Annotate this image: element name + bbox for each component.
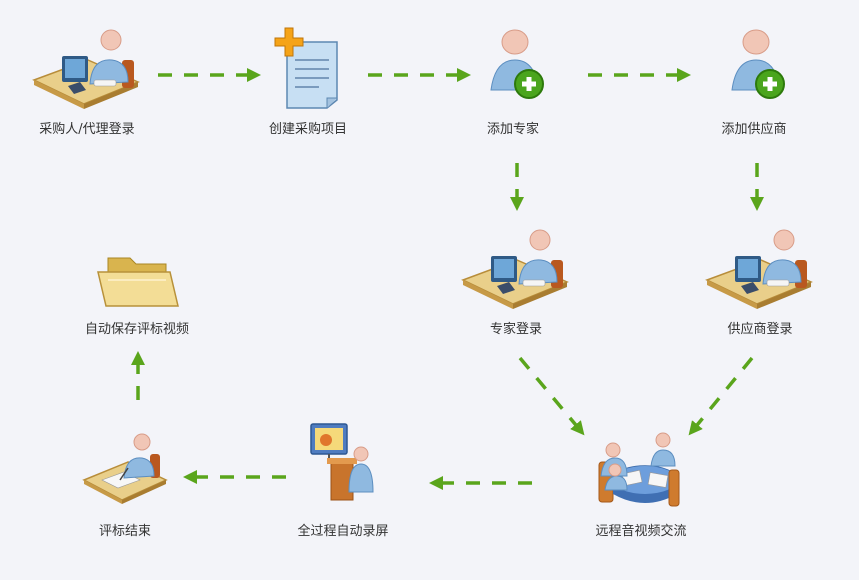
step-buyer-login: 采购人/代理登录 (7, 26, 167, 137)
label-create-project: 创建采购项目 (268, 122, 347, 137)
label-buyer-login: 采购人/代理登录 (39, 122, 135, 137)
step-expert-login: 专家登录 (436, 226, 596, 337)
presenter-screen-icon (310, 423, 374, 501)
user-writing-icon (82, 433, 168, 504)
step-add-expert: 添加专家 (433, 26, 593, 137)
step-remote-av: 远程音视频交流 (561, 418, 721, 539)
label-remote-av: 远程音视频交流 (595, 524, 687, 539)
step-auto-save: 自动保存评标视频 (57, 250, 217, 337)
user-computer-icon (461, 229, 569, 309)
step-eval-end: 评标结束 (45, 418, 205, 539)
step-screen-record: 全过程自动录屏 (263, 418, 423, 539)
user-computer-icon (705, 229, 813, 309)
label-eval-end: 评标结束 (98, 524, 151, 539)
arrow-expertlogin-to-remote (518, 356, 585, 436)
label-expert-login: 专家登录 (489, 322, 542, 337)
user-computer-icon (32, 29, 140, 109)
add-user-icon (731, 29, 785, 99)
folder-icon (97, 257, 179, 307)
label-auto-save: 自动保存评标视频 (84, 322, 189, 337)
step-create-project: 创建采购项目 (228, 26, 388, 137)
step-add-supplier: 添加供应商 (674, 26, 834, 137)
step-supplier-login: 供应商登录 (680, 226, 840, 337)
document-add-icon (274, 27, 338, 109)
label-supplier-login: 供应商登录 (727, 322, 793, 337)
meeting-table-icon (598, 432, 680, 507)
add-user-icon (490, 29, 544, 99)
label-add-supplier: 添加供应商 (721, 122, 787, 137)
label-screen-record: 全过程自动录屏 (297, 524, 389, 539)
label-add-expert: 添加专家 (486, 122, 539, 137)
